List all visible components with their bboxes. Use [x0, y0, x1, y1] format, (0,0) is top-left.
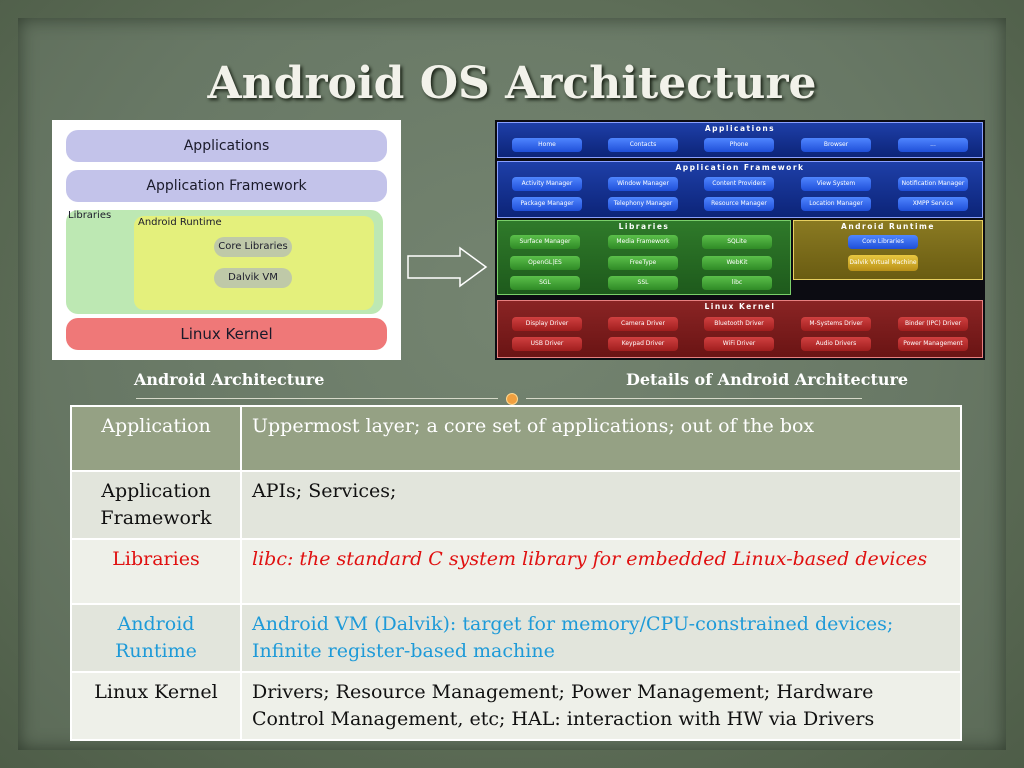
app-chip: Browser	[801, 138, 871, 152]
layer-description: Uppermost layer; a core set of applicati…	[240, 405, 962, 472]
kernel-chip: Power Management	[898, 337, 968, 351]
framework-chip: Package Manager	[512, 197, 582, 211]
application-framework-layer: Application Framework	[66, 170, 387, 202]
library-chip: SQLite	[702, 235, 772, 249]
kernel-chip: Audio Drivers	[801, 337, 871, 351]
library-chip: OpenGL|ES	[510, 256, 580, 270]
kernel-chip: Keypad Driver	[608, 337, 678, 351]
libraries-label: Libraries	[68, 210, 112, 221]
runtime-chip: Core Libraries	[848, 235, 918, 249]
applications-layer: Applications	[66, 130, 387, 162]
framework-band-title: Application Framework	[675, 163, 805, 172]
right-arrow-icon	[407, 246, 488, 288]
kernel-chip: Bluetooth Driver	[704, 317, 774, 331]
library-chip: Media Framework	[608, 235, 678, 249]
table-row: Android Runtime Android VM (Dalvik): tar…	[70, 603, 962, 673]
layer-description: APIs; Services;	[240, 470, 962, 540]
library-chip: SSL	[608, 276, 678, 290]
right-diagram-caption: Details of Android Architecture	[626, 370, 909, 389]
kernel-chip: Camera Driver	[608, 317, 678, 331]
divider-right	[526, 398, 862, 399]
runtime-band-title: Android Runtime	[841, 222, 935, 231]
runtime-band: Android Runtime Core Libraries Dalvik Vi…	[793, 220, 983, 280]
framework-chip: Content Providers	[704, 177, 774, 191]
kernel-chip: USB Driver	[512, 337, 582, 351]
layer-description: Android VM (Dalvik): target for memory/C…	[240, 603, 962, 673]
layer-description: Drivers; Resource Management; Power Mana…	[240, 671, 962, 741]
framework-chip: Resource Manager	[704, 197, 774, 211]
table-row: Application Uppermost layer; a core set …	[70, 405, 962, 472]
layer-name: Android Runtime	[70, 603, 242, 673]
framework-chip: Activity Manager	[512, 177, 582, 191]
detailed-architecture-diagram: Applications Home Contacts Phone Browser…	[495, 120, 985, 360]
app-chip: Contacts	[608, 138, 678, 152]
applications-band: Applications Home Contacts Phone Browser…	[497, 122, 983, 158]
framework-chip: Telephony Manager	[608, 197, 678, 211]
kernel-chip: Binder (IPC) Driver	[898, 317, 968, 331]
android-runtime-label: Android Runtime	[138, 217, 222, 228]
android-runtime-layer	[134, 216, 374, 310]
kernel-band-title: Linux Kernel	[704, 302, 776, 311]
table-row: Libraries libc: the standard C system li…	[70, 538, 962, 605]
libraries-band-title: Libraries	[618, 222, 670, 231]
table-row: Linux Kernel Drivers; Resource Managemen…	[70, 671, 962, 741]
library-chip: WebKit	[702, 256, 772, 270]
framework-chip: Notification Manager	[898, 177, 968, 191]
kernel-band: Linux Kernel Display Driver Camera Drive…	[497, 300, 983, 358]
linux-kernel-layer: Linux Kernel	[66, 318, 387, 350]
divider-dot	[506, 393, 518, 405]
framework-band: Application Framework Activity Manager W…	[497, 161, 983, 218]
kernel-chip: M-Systems Driver	[801, 317, 871, 331]
layer-name: Libraries	[70, 538, 242, 605]
kernel-chip: WiFi Driver	[704, 337, 774, 351]
layer-name: Application	[70, 405, 242, 472]
library-chip: SGL	[510, 276, 580, 290]
library-chip: FreeType	[608, 256, 678, 270]
libraries-band: Libraries Surface Manager Media Framewor…	[497, 220, 791, 295]
layer-name: Linux Kernel	[70, 671, 242, 741]
layer-description: libc: the standard C system library for …	[240, 538, 962, 605]
runtime-chip: Dalvik Virtual Machine	[848, 255, 918, 271]
framework-chip: Window Manager	[608, 177, 678, 191]
android-architecture-diagram: Applications Application Framework Libra…	[52, 120, 401, 360]
core-libraries-box: Core Libraries	[214, 237, 292, 257]
layer-table: Application Uppermost layer; a core set …	[70, 405, 962, 741]
applications-band-title: Applications	[704, 124, 776, 133]
app-chip: ...	[898, 138, 968, 152]
dalvik-vm-box: Dalvik VM	[214, 268, 292, 288]
framework-chip: View System	[801, 177, 871, 191]
app-chip: Phone	[704, 138, 774, 152]
library-chip: Surface Manager	[510, 235, 580, 249]
framework-chip: XMPP Service	[898, 197, 968, 211]
left-diagram-caption: Android Architecture	[134, 370, 325, 389]
slide-title: Android OS Architecture	[207, 58, 817, 109]
layer-name: Application Framework	[70, 470, 242, 540]
app-chip: Home	[512, 138, 582, 152]
kernel-chip: Display Driver	[512, 317, 582, 331]
framework-chip: Location Manager	[801, 197, 871, 211]
divider-left	[136, 398, 498, 399]
library-chip: libc	[702, 276, 772, 290]
table-row: Application Framework APIs; Services;	[70, 470, 962, 540]
